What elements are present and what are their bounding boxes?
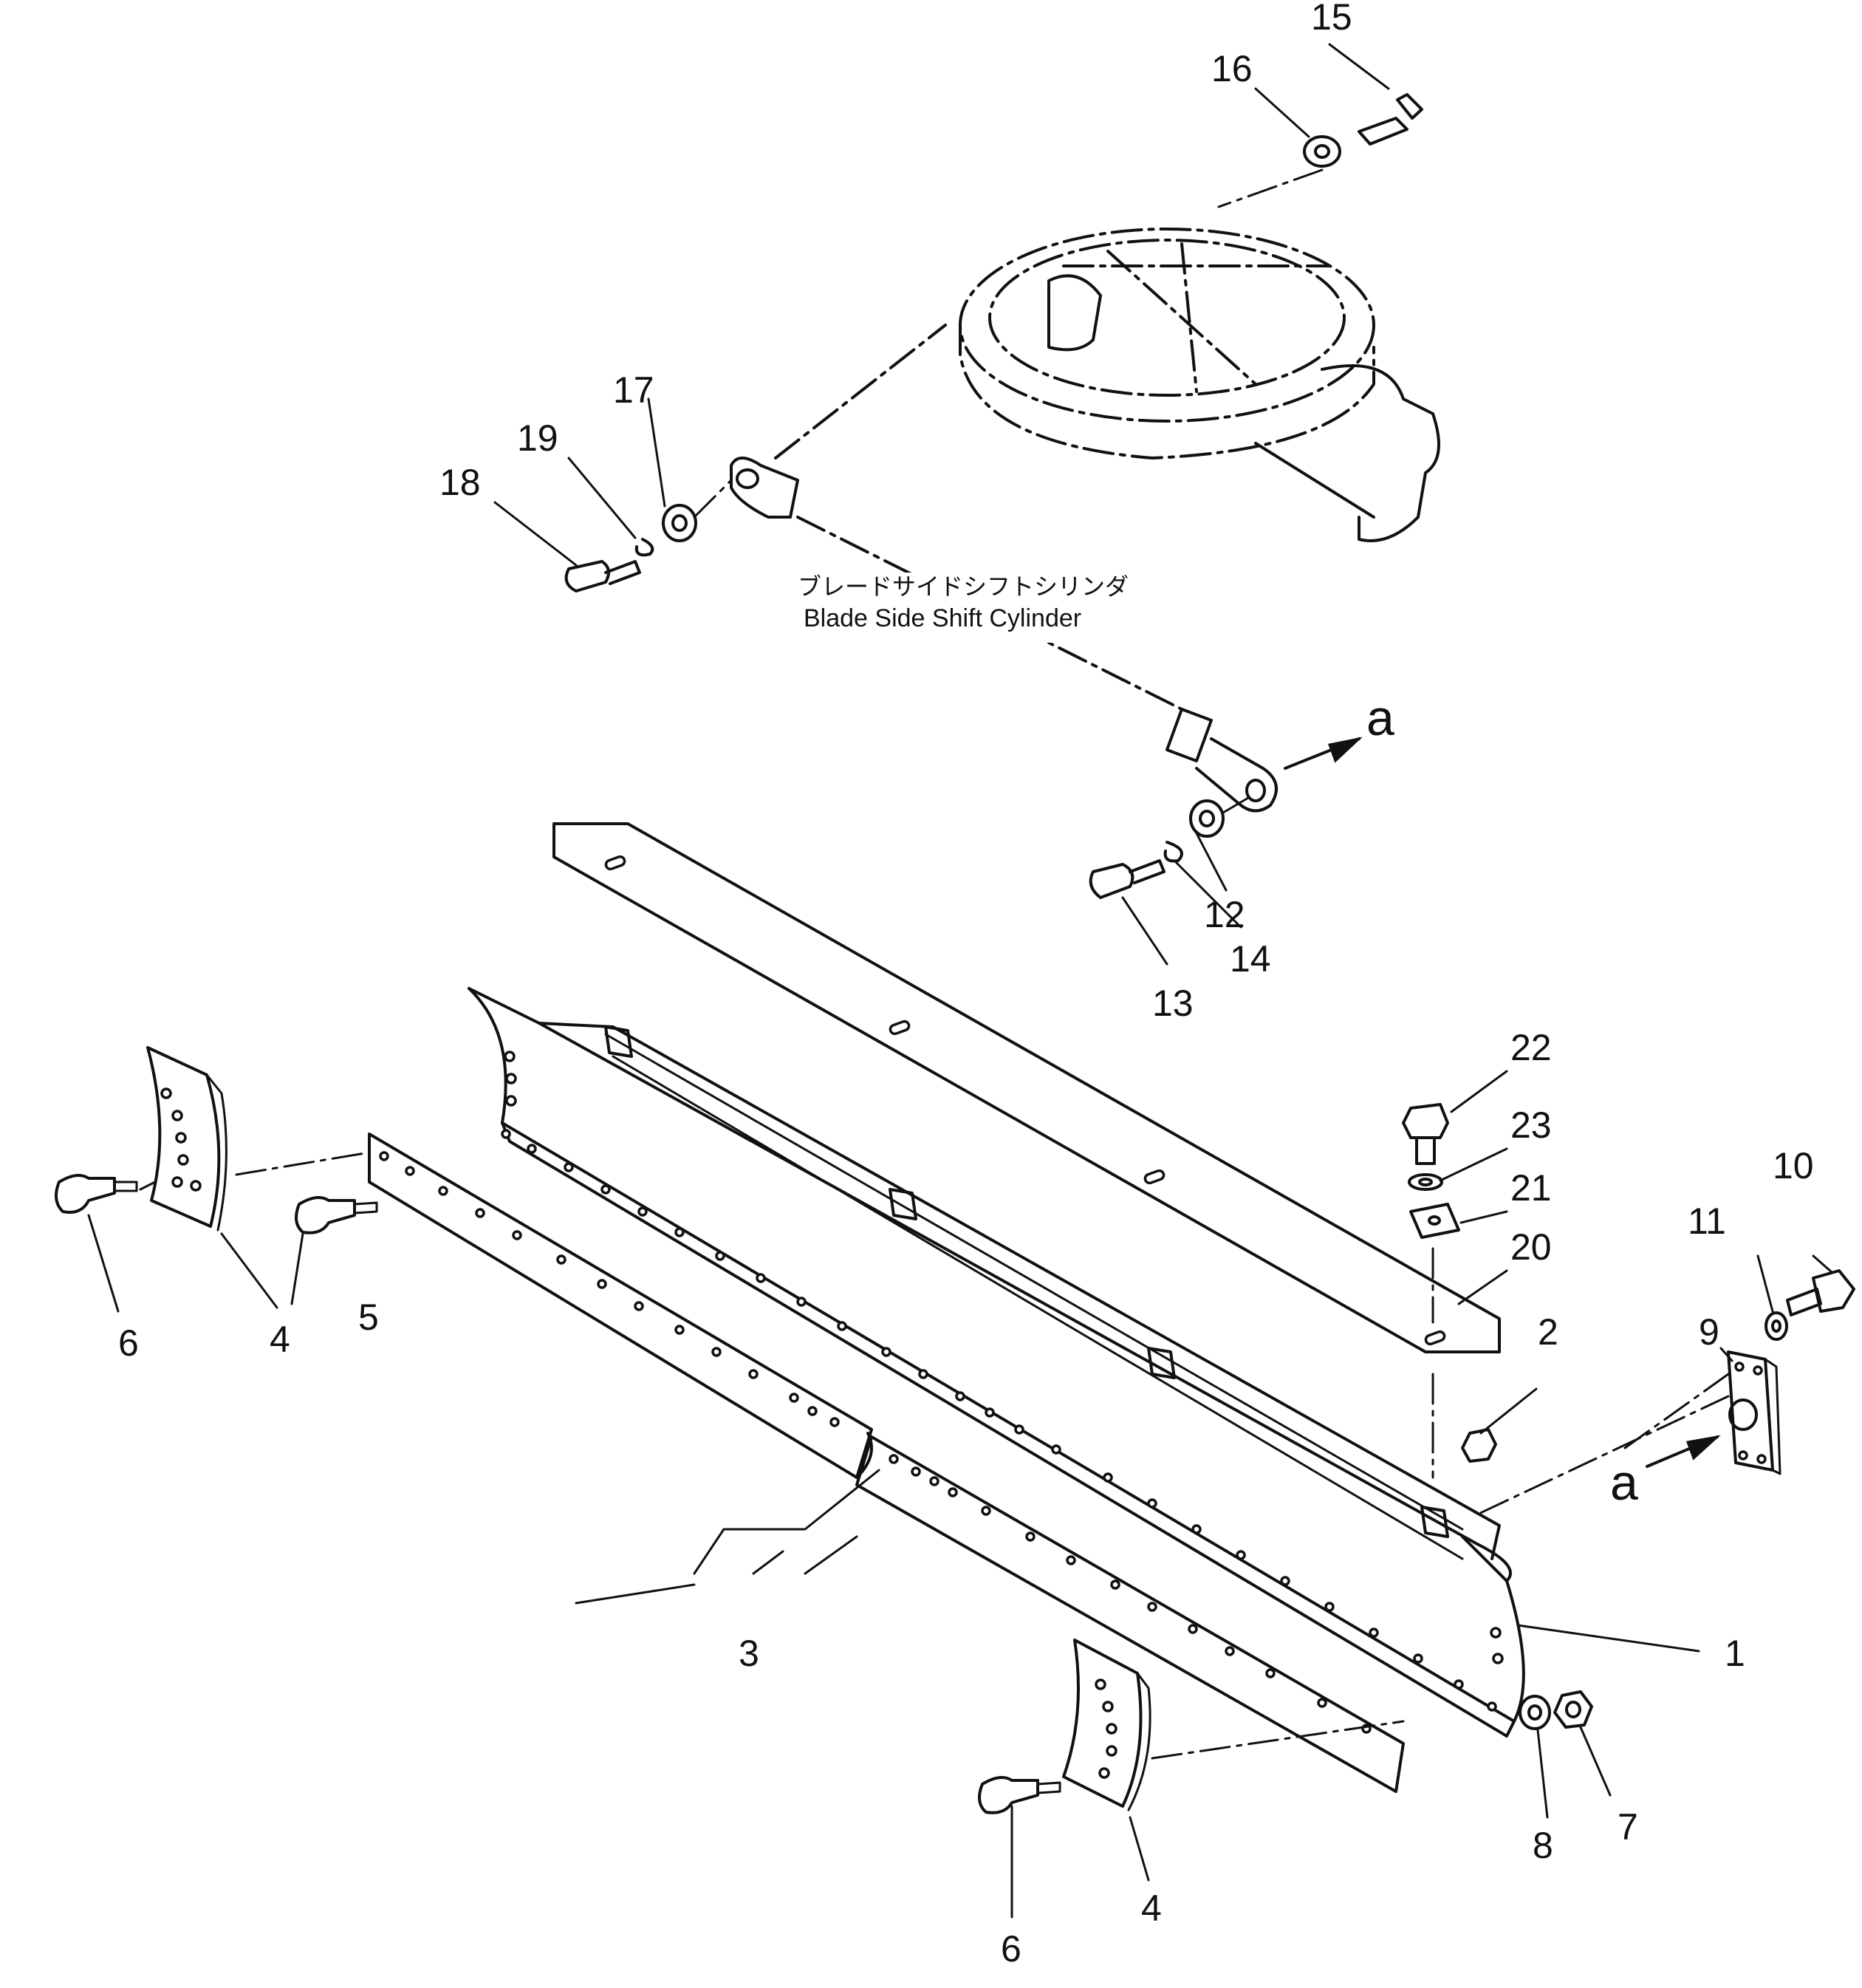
- bolt-13: [1089, 859, 1166, 899]
- leader-lines: [87, 43, 1833, 1919]
- callout-7: 7: [1618, 1806, 1638, 1848]
- callout-14: 14: [1230, 938, 1271, 980]
- cutting-edge-holes: [379, 1151, 1372, 1734]
- cylinder-label: ブレードサイドシフトシリンダ Blade Side Shift Cylinder: [798, 573, 1145, 643]
- washer-23: [1408, 1173, 1443, 1191]
- view-ref-a-upper: a: [1366, 690, 1394, 746]
- callout-1: 1: [1725, 1633, 1745, 1674]
- blade-bolt-holes: [501, 1051, 1504, 1712]
- blade-1: [468, 987, 1525, 1738]
- washer-16: [1303, 135, 1341, 168]
- view-arrow-a-lower: [1646, 1435, 1721, 1468]
- callout-23: 23: [1510, 1104, 1552, 1146]
- callout-16: 16: [1211, 48, 1253, 89]
- callout-2: 2: [1538, 1311, 1558, 1353]
- callout-15: 15: [1311, 0, 1352, 38]
- plow-bolt-6-right: [978, 1776, 1061, 1814]
- cylinder-label-en: Blade Side Shift Cylinder: [804, 604, 1081, 632]
- callout-22: 22: [1510, 1027, 1552, 1068]
- cylinder-label-jp: ブレードサイドシフトシリンダ: [798, 573, 1129, 601]
- callout-11: 11: [1688, 1200, 1726, 1242]
- view-ref-a-lower: a: [1610, 1455, 1638, 1511]
- cutting-edge-3: [368, 1133, 1405, 1793]
- nut-7: [1553, 1690, 1593, 1729]
- plug-2: [1461, 1428, 1497, 1463]
- end-bit-4-right: [1062, 1639, 1151, 1811]
- callout-4-right: 4: [1141, 1888, 1162, 1929]
- callouts: 15 16 17 19 18 12 14 13 22 23 21 20 2 1 …: [118, 0, 1814, 1970]
- bolt-18: [564, 560, 641, 592]
- view-arrow-a-upper: [1284, 737, 1363, 770]
- washer-12: [1189, 799, 1225, 838]
- callout-5: 5: [358, 1297, 379, 1338]
- plow-bolt-6-left: [55, 1174, 138, 1214]
- callout-3: 3: [739, 1633, 759, 1674]
- washer-14: [1163, 841, 1183, 863]
- side-shift-cylinder: [730, 324, 1278, 813]
- bolt-10: [1786, 1269, 1855, 1316]
- callout-12: 12: [1204, 894, 1245, 935]
- washer-19: [634, 538, 654, 557]
- callout-21: 21: [1510, 1167, 1552, 1209]
- callout-17: 17: [613, 369, 654, 411]
- callout-6-right: 6: [1001, 1928, 1021, 1970]
- callout-20: 20: [1510, 1226, 1552, 1268]
- callout-8: 8: [1533, 1825, 1553, 1866]
- end-bit-4-left: [146, 1046, 227, 1232]
- washer-11: [1765, 1311, 1788, 1341]
- bolt-15: [1358, 93, 1423, 146]
- callout-18: 18: [439, 462, 481, 503]
- plow-bolt-5: [295, 1196, 378, 1234]
- callout-9: 9: [1699, 1311, 1719, 1353]
- side-plate-9: [1727, 1350, 1781, 1475]
- callout-19: 19: [517, 417, 558, 459]
- bolt-22: [1402, 1103, 1449, 1165]
- washer-8: [1519, 1695, 1551, 1730]
- callout-13: 13: [1152, 983, 1194, 1024]
- plate-21: [1409, 1203, 1460, 1239]
- callout-4-left: 4: [270, 1319, 290, 1360]
- callout-10: 10: [1773, 1145, 1814, 1186]
- callout-6-left: 6: [118, 1322, 139, 1364]
- circle-frame: [959, 228, 1440, 542]
- washer-17: [662, 504, 697, 542]
- top-plate-20: [552, 822, 1501, 1353]
